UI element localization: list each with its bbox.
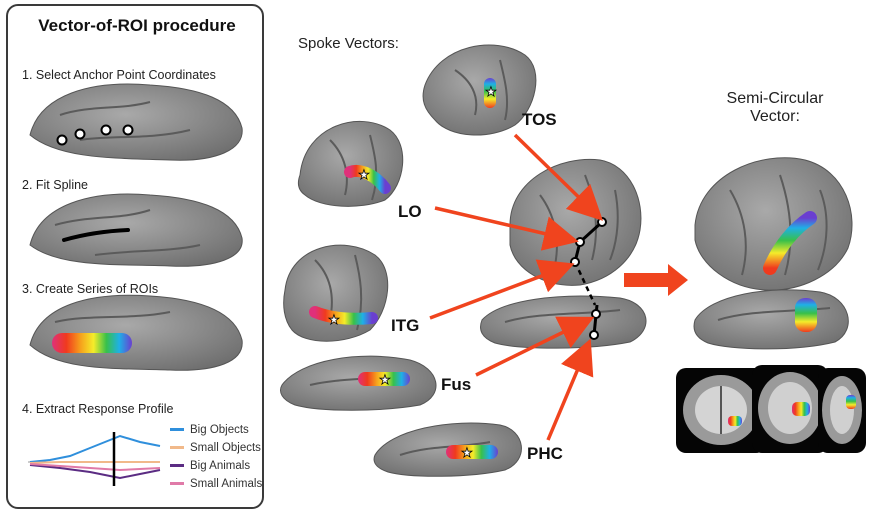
step-3-label: 3. Create Series of ROIs — [22, 282, 159, 296]
step1-brain — [29, 83, 243, 161]
label-lo: LO — [398, 202, 422, 221]
label-phc: PHC — [527, 444, 563, 463]
brain-fus: ★ — [280, 355, 437, 411]
brain-phc: ★ — [373, 422, 522, 477]
semi-title-line1: Semi-Circular — [726, 90, 824, 107]
legend-small-objects: Small Objects — [170, 442, 261, 454]
panel-title: Vector-of-ROI procedure — [38, 16, 236, 35]
brain-tos: ★ — [422, 44, 537, 136]
svg-text:★: ★ — [485, 85, 497, 100]
spoke-arrows — [429, 133, 604, 441]
roi-series — [52, 333, 132, 353]
label-fus: Fus — [441, 375, 472, 394]
spoke-vectors-title: Spoke Vectors: — [298, 35, 399, 52]
svg-text:★: ★ — [379, 373, 391, 388]
main-arrow — [624, 264, 688, 296]
step-2-label: 2. Fit Spline — [22, 178, 89, 192]
step3-brain — [29, 294, 243, 371]
legend-big-objects: Big Objects — [170, 424, 249, 436]
step2-brain — [29, 193, 243, 267]
step-4-label: 4. Extract Response Profile — [22, 402, 174, 416]
brain-itg: ★ — [283, 244, 389, 342]
response-profile-plot — [28, 432, 161, 486]
svg-text:★: ★ — [328, 313, 340, 328]
spline-line — [62, 228, 130, 242]
svg-text:★: ★ — [358, 168, 370, 183]
mri-slices — [676, 365, 866, 453]
semi-brain-lateral — [694, 157, 853, 291]
legend-big-animals: Big Animals — [170, 460, 250, 472]
central-brain — [480, 158, 647, 349]
label-itg: ITG — [391, 316, 420, 335]
label-tos: TOS — [522, 110, 557, 129]
legend-small-animals: Small Animals — [170, 478, 262, 490]
semi-title-line2: Vector: — [750, 108, 800, 125]
step-1-label: 1. Select Anchor Point Coordinates — [22, 68, 216, 82]
brain-lo: ★ — [297, 121, 404, 207]
anchor-points — [56, 124, 134, 146]
svg-text:★: ★ — [461, 446, 473, 461]
semi-brain-ventral — [693, 289, 849, 350]
